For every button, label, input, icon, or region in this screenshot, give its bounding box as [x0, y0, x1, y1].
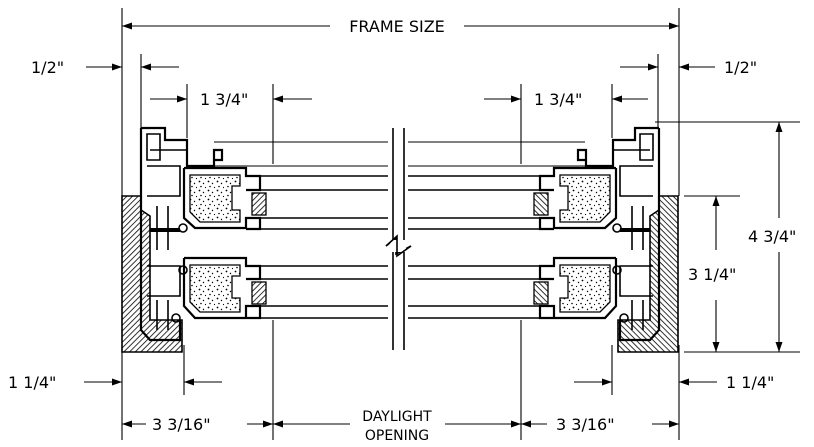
one-three-quarter-right-label: 1 3/4" [534, 90, 582, 109]
half-inch-left-label: 1/2" [31, 58, 64, 77]
half-inch-right-dimension: 1/2" [620, 58, 757, 77]
four-three-quarter-height-label: 4 3/4" [748, 227, 796, 246]
four-three-quarter-height-dimension: 4 3/4" [745, 122, 799, 352]
one-quarter-left-label: 1 1/4" [8, 373, 56, 392]
left-frame-extrusion [121, 126, 267, 353]
three-sixteenths-left-dimension: 3 3/16" [122, 415, 273, 434]
three-sixteenths-left-label: 3 3/16" [152, 415, 211, 434]
three-sixteenths-right-label: 3 3/16" [556, 415, 615, 434]
one-quarter-right-label: 1 1/4" [726, 373, 774, 392]
right-frame-extrusion [533, 126, 679, 353]
three-quarter-height-label: 3 1/4" [688, 265, 736, 284]
three-sixteenths-right-dimension: 3 3/16" [521, 415, 679, 434]
one-quarter-left-dimension: 1 1/4" [8, 373, 222, 392]
one-three-quarter-right-dimension: 1 3/4" [484, 90, 648, 109]
three-quarter-height-dimension: 3 1/4" [685, 196, 739, 352]
half-inch-right-label: 1/2" [724, 58, 757, 77]
daylight-label: DAYLIGHT [362, 409, 432, 425]
half-inch-left-dimension: 1/2" [31, 58, 179, 77]
one-quarter-right-dimension: 1 1/4" [574, 373, 774, 392]
frame-size-label: FRAME SIZE [349, 17, 445, 36]
extension-lines [121, 8, 800, 440]
frame-size-dimension: FRAME SIZE [122, 17, 679, 36]
break-line [385, 128, 412, 352]
one-three-quarter-left-label: 1 3/4" [200, 90, 248, 109]
daylight-opening-dimension: DAYLIGHT OPENING [273, 409, 521, 444]
opening-label: OPENING [365, 428, 429, 444]
one-three-quarter-left-dimension: 1 3/4" [150, 90, 312, 109]
